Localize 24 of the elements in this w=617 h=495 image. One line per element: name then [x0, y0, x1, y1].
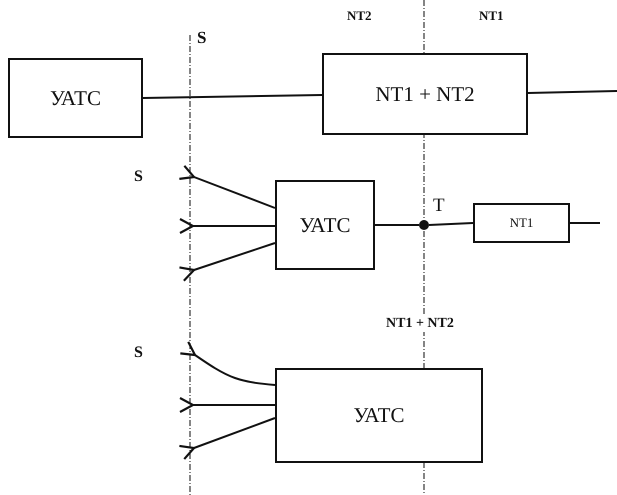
- block-box: [275, 368, 483, 463]
- block-box: [275, 180, 375, 270]
- block-label: NT1 + NT2: [375, 82, 475, 106]
- connector-line: [178, 242, 276, 282]
- junction-dot: [419, 220, 429, 230]
- connector-line: [179, 340, 276, 386]
- connector-line: [142, 94, 322, 99]
- connector-line: [428, 222, 474, 226]
- connector-line: [570, 222, 600, 224]
- block-box: [473, 203, 570, 243]
- block-box: [8, 58, 143, 138]
- block-label: УАТС: [353, 403, 404, 428]
- connector-line: [178, 218, 275, 234]
- block-label: УАТС: [299, 212, 350, 238]
- block-label: NT1: [510, 215, 534, 231]
- connector-line: [375, 224, 419, 226]
- connector-line: [178, 396, 275, 414]
- zone-label: NT1 + NT2: [386, 316, 454, 332]
- point-label: T: [433, 195, 445, 217]
- connector-line: [178, 417, 276, 460]
- block-box: [322, 53, 528, 135]
- block-label: УАТС: [50, 86, 101, 110]
- connector-line: [178, 164, 276, 209]
- connector-line: [528, 90, 617, 94]
